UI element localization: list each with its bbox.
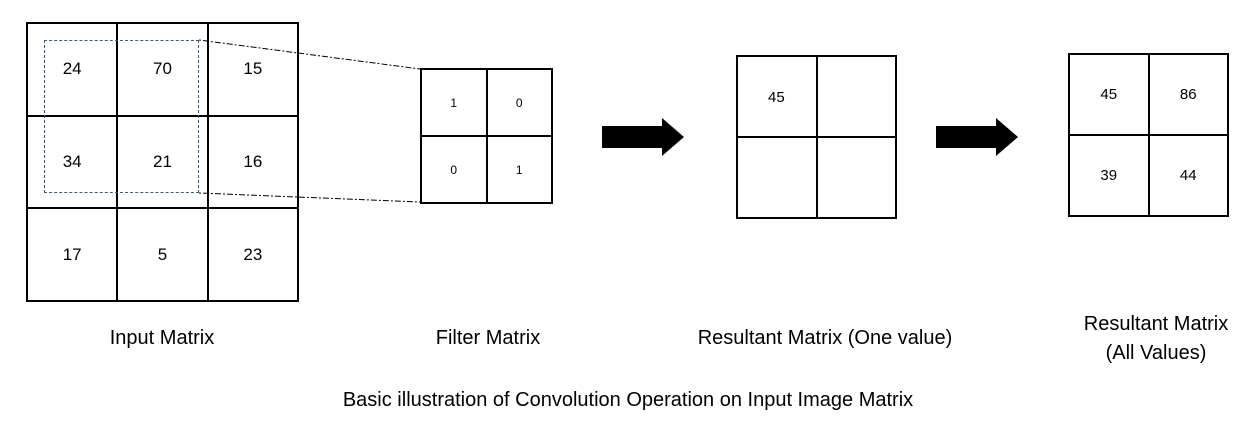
filter-cell: 0 — [421, 136, 487, 203]
input-cell-value: 70 — [153, 59, 172, 79]
input-cell: 23 — [207, 208, 298, 301]
input-cell: 17 — [27, 208, 118, 301]
input-cell: 24 — [27, 23, 118, 116]
result-one-cell-value: 45 — [768, 89, 785, 106]
filter-cell-value: 1 — [515, 162, 523, 177]
resultant-all-label-line2: (All Values) — [1105, 342, 1207, 364]
input-cell-value: 24 — [62, 59, 82, 79]
input-cell: 21 — [117, 115, 208, 209]
filter-cell: 1 — [421, 69, 487, 136]
result-all-cell-value: 44 — [1179, 167, 1197, 184]
resultant-all-label-line1: Resultant Matrix — [1083, 313, 1229, 335]
filter-matrix-label: Filter Matrix — [435, 327, 541, 349]
filter-cell-value: 0 — [515, 95, 523, 110]
resultant-matrix-all-values: 45 86 39 44 — [1068, 53, 1229, 217]
result-all-cell-value: 45 — [1100, 86, 1118, 103]
input-cell-value: 15 — [243, 59, 263, 79]
result-all-cell-value: 39 — [1100, 167, 1118, 184]
filter-cell-value: 0 — [450, 162, 458, 177]
caption: Basic illustration of Convolution Operat… — [342, 389, 914, 411]
result-all-cell: 45 — [1069, 54, 1149, 135]
input-cell-value: 5 — [157, 244, 168, 264]
input-cell: 70 — [117, 23, 208, 116]
result-all-cell: 44 — [1148, 135, 1228, 216]
input-cell-value: 21 — [153, 151, 172, 171]
filter-cell: 1 — [486, 136, 552, 203]
result-one-cell — [816, 137, 896, 218]
input-cell: 5 — [117, 208, 208, 301]
filter-cell-value: 1 — [450, 95, 458, 110]
filter-matrix: 1 0 0 1 — [420, 68, 553, 204]
input-cell-value: 16 — [243, 151, 263, 171]
arrow-right-icon — [936, 118, 1018, 156]
input-cell-value: 34 — [62, 151, 82, 171]
input-cell: 16 — [207, 115, 298, 209]
input-cell-value: 23 — [243, 244, 263, 264]
filter-cell: 0 — [486, 69, 552, 136]
resultant-one-label: Resultant Matrix (One value) — [697, 327, 953, 349]
input-matrix: 24 70 15 34 21 16 17 5 23 — [26, 22, 299, 302]
input-cell: 34 — [27, 115, 118, 209]
result-one-cell — [816, 56, 896, 137]
resultant-matrix-one-value: 45 — [736, 55, 897, 219]
arrow-right-icon — [602, 118, 684, 156]
input-matrix-label: Input Matrix — [109, 327, 215, 349]
result-one-cell — [737, 137, 817, 218]
input-cell: 15 — [207, 23, 298, 116]
result-one-cell: 45 — [737, 56, 817, 137]
result-all-cell: 86 — [1148, 54, 1228, 135]
result-all-cell-value: 86 — [1179, 86, 1197, 103]
result-all-cell: 39 — [1069, 135, 1149, 216]
input-cell-value: 17 — [62, 244, 82, 264]
